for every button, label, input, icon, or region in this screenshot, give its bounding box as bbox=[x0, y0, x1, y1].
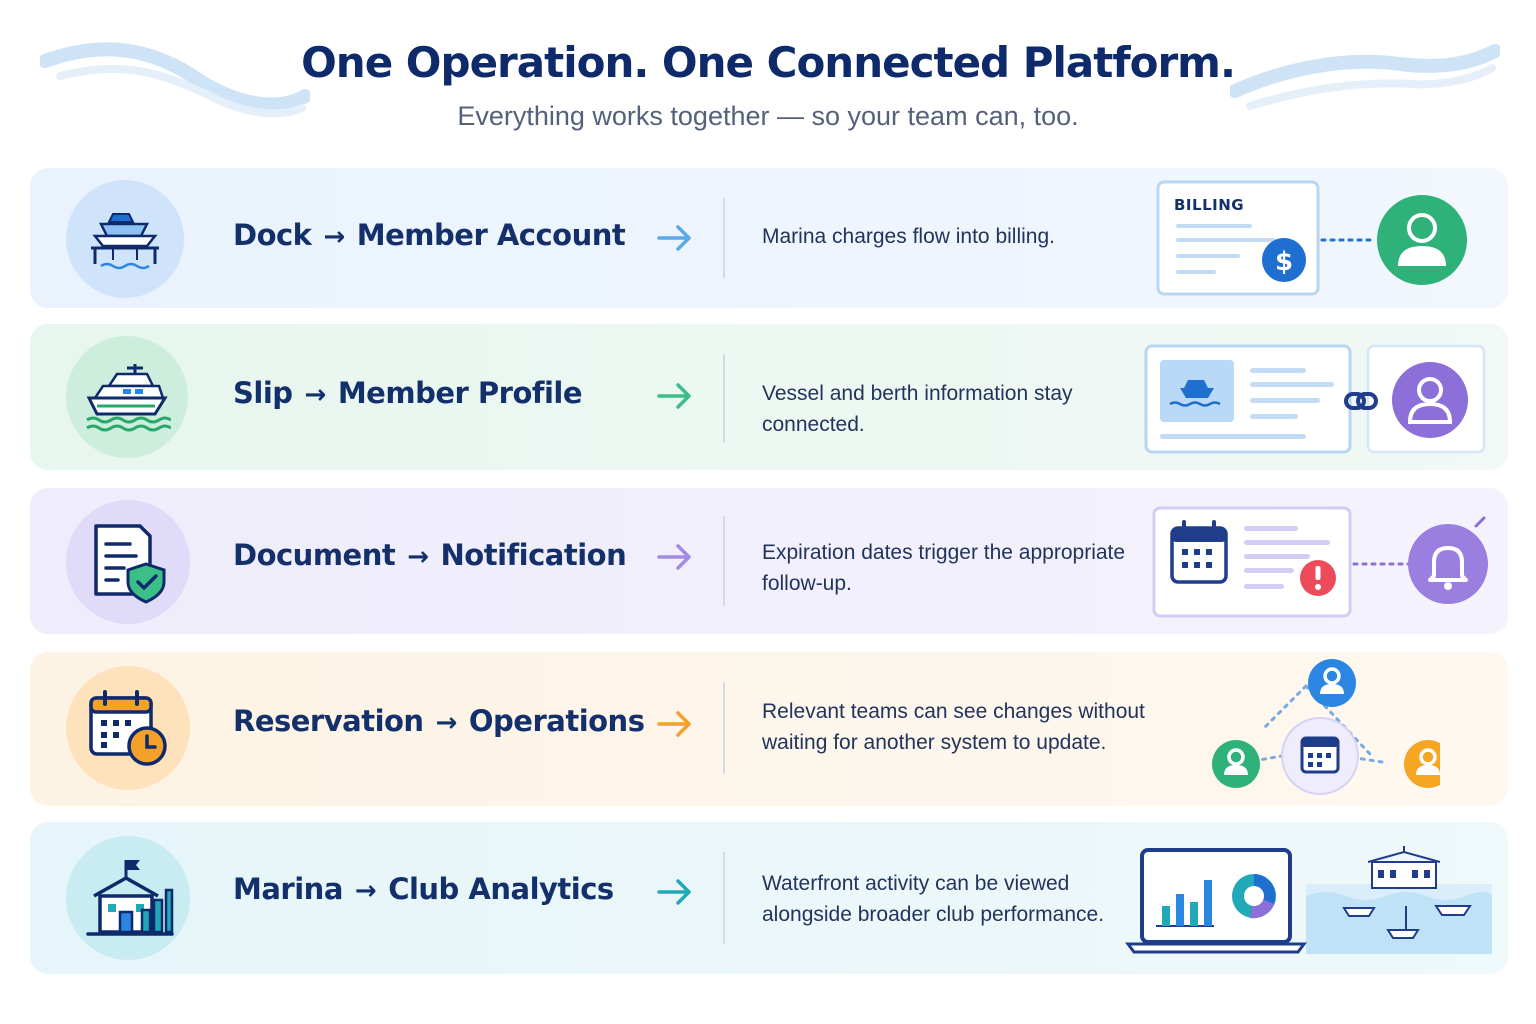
decorative-wave-right bbox=[1230, 44, 1500, 110]
flow-label: Reservation → Operations bbox=[233, 704, 645, 738]
document-shield-icon bbox=[66, 500, 190, 624]
flow-description: Marina charges flow into billing. bbox=[762, 225, 1055, 248]
flow-row-marina: Marina → Club Analytics Waterfront activit… bbox=[30, 822, 1508, 974]
flow-description: Expiration dates trigger the appropriate… bbox=[762, 541, 1126, 595]
clubhouse-chart-icon bbox=[66, 836, 190, 960]
flow-row-slip: Slip → Member Profile Vessel and berth inf… bbox=[30, 324, 1508, 470]
arrow-right-icon bbox=[657, 225, 691, 251]
flow-target: Notification bbox=[440, 538, 627, 572]
flow-row-reservation: Reservation → Operations Relevant teams ca… bbox=[30, 652, 1508, 806]
flow-source: Document bbox=[233, 538, 396, 572]
billing-illustration: $ bbox=[1156, 180, 1467, 296]
divider bbox=[723, 852, 725, 944]
calendar-alert-illustration bbox=[1152, 506, 1488, 618]
laptop-marina-illustration bbox=[1125, 846, 1492, 954]
arrow-right-icon bbox=[657, 383, 691, 409]
flow-source: Marina bbox=[233, 872, 343, 906]
calendar-clock-icon bbox=[66, 666, 190, 790]
flow-target: Club Analytics bbox=[388, 872, 614, 906]
flow-label: Slip → Member Profile bbox=[233, 376, 583, 410]
flow-description: Vessel and berth information stay connec… bbox=[762, 382, 1073, 436]
divider bbox=[723, 682, 725, 774]
billing-label: BILLING bbox=[1174, 196, 1245, 214]
flow-source: Slip bbox=[233, 376, 293, 410]
flow-source: Dock bbox=[233, 218, 312, 252]
flow-arrow-glyph: → bbox=[407, 542, 429, 572]
flow-row-document: Document → Notification Expiration dates t… bbox=[30, 488, 1508, 634]
arrow-right-icon bbox=[657, 711, 691, 737]
flow-description: Waterfront activity can be viewed alongs… bbox=[762, 872, 1105, 926]
divider bbox=[723, 354, 725, 442]
boat-icon bbox=[66, 336, 188, 458]
flow-target: Member Account bbox=[356, 218, 626, 252]
flow-label: Document → Notification bbox=[233, 538, 627, 572]
flow-description: Relevant teams can see changes without w… bbox=[762, 700, 1145, 754]
flow-arrow-glyph: → bbox=[323, 222, 345, 252]
dock-boat-icon bbox=[66, 180, 184, 298]
divider bbox=[723, 198, 725, 278]
arrow-right-icon bbox=[657, 544, 691, 570]
flow-arrow-glyph: → bbox=[304, 380, 327, 410]
flow-label: Marina → Club Analytics bbox=[233, 872, 614, 906]
page-subtitle: Everything works together — so your team… bbox=[457, 101, 1079, 131]
flow-source: Reservation bbox=[233, 704, 424, 738]
flow-label: Dock → Member Account bbox=[233, 218, 626, 252]
flow-target: Member Profile bbox=[337, 376, 583, 410]
decorative-wave-left bbox=[40, 42, 310, 118]
flow-arrow-glyph: → bbox=[354, 876, 377, 906]
vessel-profile-illustration bbox=[1144, 344, 1486, 454]
flow-arrow-glyph: → bbox=[435, 708, 458, 738]
page-title: One Operation. One Connected Platform. bbox=[301, 38, 1236, 87]
flow-target: Operations bbox=[468, 704, 645, 738]
arrow-right-icon bbox=[657, 879, 691, 905]
divider bbox=[723, 516, 725, 606]
svg-text:$: $ bbox=[1275, 247, 1293, 277]
team-network-illustration bbox=[1212, 659, 1440, 795]
flow-row-dock: Dock → Member Account Marina charges flow … bbox=[30, 168, 1508, 308]
